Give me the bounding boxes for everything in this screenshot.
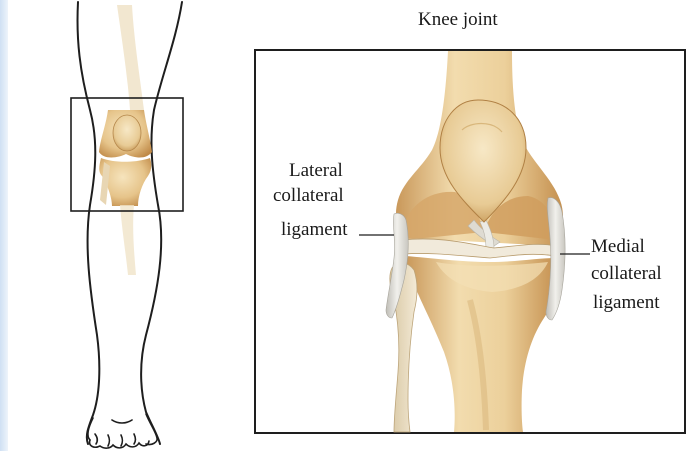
knee-joint-illustration [386, 51, 565, 432]
medial-label-line2: collateral [591, 263, 662, 285]
small-knee-bones [99, 110, 152, 275]
medial-label-line1: Medial [591, 236, 645, 258]
lateral-label-line3: ligament [281, 219, 347, 241]
femur-shaft-shadow [117, 5, 144, 110]
lateral-label-line1: Lateral [289, 160, 343, 182]
foot [88, 414, 157, 448]
medial-label-line3: ligament [593, 292, 659, 314]
lateral-label-line2: collateral [273, 185, 344, 207]
diagram-title: Knee joint [418, 9, 498, 31]
